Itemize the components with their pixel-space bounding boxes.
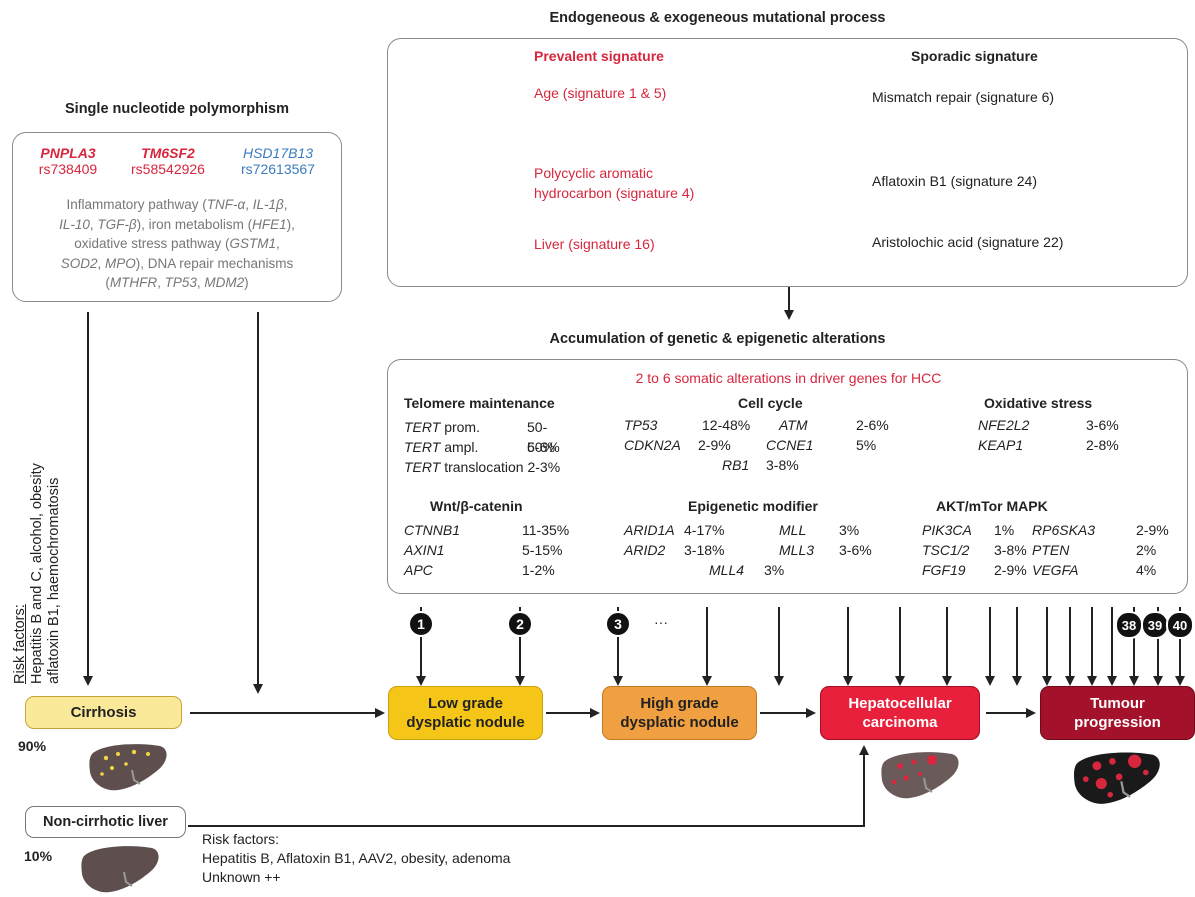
sporadic-header: Sporadic signature xyxy=(911,48,1038,64)
prevalent-item: Liver (signature 16) xyxy=(534,236,655,252)
snp-pathways: Inflammatory pathway (TNF-α, IL-1β, IL-1… xyxy=(59,197,295,290)
prevalent-header: Prevalent signature xyxy=(534,48,664,64)
risk-factors-bottom: Risk factors: Hepatitis B, Aflatoxin B1,… xyxy=(202,831,511,885)
rs-id: rs738409 xyxy=(38,161,98,177)
liver-icon xyxy=(89,744,167,791)
rs-id: rs72613567 xyxy=(241,161,315,177)
liver-icon xyxy=(81,846,159,893)
epigenetic-title: Epigenetic modifier xyxy=(688,498,818,514)
step-badge: 40 xyxy=(1166,611,1194,639)
cirrhosis-box: Cirrhosis xyxy=(25,696,182,729)
snp-gene: TM6SF2 rs58542926 xyxy=(118,145,218,177)
gene-name: HSD17B13 xyxy=(242,145,314,161)
step-badge: 38 xyxy=(1115,611,1143,639)
gene-name: TM6SF2 xyxy=(141,145,195,161)
wnt-title: Wnt/β-catenin xyxy=(430,498,523,514)
accumulation-subtitle: 2 to 6 somatic alterations in driver gen… xyxy=(635,370,942,386)
snp-box: PNPLA3 rs738409 TM6SF2 rs58542926 HSD17B… xyxy=(12,132,342,302)
non-cirrhotic-box: Non-cirrhotic liver xyxy=(25,806,186,838)
wnt-list: CTNNB1 11-35% AXIN1 5-15% APC 1-2% xyxy=(404,522,570,578)
akt-title: AKT/mTor MAPK xyxy=(936,498,1048,514)
cirrhosis-percent: 90% xyxy=(18,738,47,754)
sporadic-item: Mismatch repair (signature 6) xyxy=(872,89,1055,105)
gene-name: PNPLA3 xyxy=(40,145,96,161)
mutational-box: Prevalent signature Sporadic signature A… xyxy=(387,38,1188,287)
step-badge: 39 xyxy=(1141,611,1169,639)
accumulation-box: 2 to 6 somatic alterations in driver gen… xyxy=(387,359,1188,594)
noncirrhotic-percent: 10% xyxy=(24,848,53,864)
oxidative-list: NFE2L2 3-6% KEAP1 2-8% xyxy=(978,417,1119,453)
step-badge: 3 xyxy=(605,611,631,637)
telomere-list: TERT prom.50-60% TERT ampl.5-6% TERT tra… xyxy=(404,419,561,475)
prevalent-item: Polycyclic aromatic xyxy=(534,165,654,181)
rs-id: rs58542926 xyxy=(131,161,205,177)
sporadic-item: Aflatoxin B1 (signature 24) xyxy=(872,173,1037,189)
mutational-title: Endogeneous & exogeneous mutational proc… xyxy=(549,10,886,26)
oxidative-title: Oxidative stress xyxy=(984,395,1093,411)
accumulation-title: Accumulation of genetic & epigenetic alt… xyxy=(549,331,886,347)
telomere-title: Telomere maintenance xyxy=(404,395,555,411)
snp-title: Single nucleotide polymorphism xyxy=(65,101,289,117)
step-badge: 2 xyxy=(507,611,533,637)
cell-cycle-list: TP53 12-48% ATM 2-6% CDKN2A 2-9% CCNE1 5… xyxy=(624,417,889,473)
prevalent-item: Age (signature 1 & 5) xyxy=(534,85,667,101)
akt-list: PIK3CA 1% RP6SKA3 2-9% TSC1/2 3-8% PTEN … xyxy=(922,522,1169,578)
risk-factors-vertical: Risk factors: Hepatitis B and C, alcohol… xyxy=(12,463,62,684)
sporadic-item: Aristolochic acid (signature 22) xyxy=(872,234,1064,250)
step-badge: 1 xyxy=(408,611,434,637)
cell-cycle-title: Cell cycle xyxy=(738,395,803,411)
snp-gene: HSD17B13 rs72613567 xyxy=(223,145,333,177)
snp-gene: PNPLA3 rs738409 xyxy=(23,145,113,177)
prevalent-item: hydrocarbon (signature 4) xyxy=(534,185,695,201)
liver-icon xyxy=(881,752,959,799)
liver-icon xyxy=(1074,752,1160,804)
epigenetic-list: ARID1A 4-17% MLL 3% ARID2 3-18% MLL3 3-6… xyxy=(624,522,872,578)
step-ellipsis: ··· xyxy=(654,614,668,630)
